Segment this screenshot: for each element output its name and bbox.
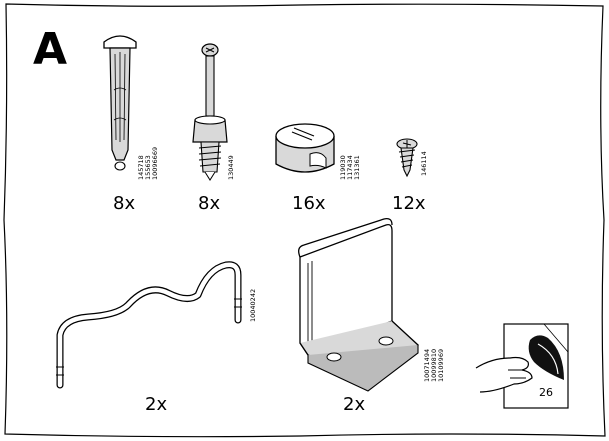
wire-bracket-quantity: 2x bbox=[145, 394, 168, 415]
cam-bolt-quantity: 8x bbox=[198, 193, 221, 214]
article-code: 130449 bbox=[227, 155, 235, 180]
screw-illustration bbox=[396, 138, 418, 178]
article-code: 10040242 bbox=[249, 288, 257, 322]
cam-lock-illustration bbox=[275, 123, 335, 173]
wire-bracket-codes: 10040242 bbox=[249, 288, 257, 322]
page-number: 26 bbox=[539, 386, 553, 399]
metal-bracket-illustration bbox=[298, 217, 420, 392]
screw-codes: 146114 bbox=[420, 151, 428, 176]
wire-bracket-illustration bbox=[56, 261, 242, 389]
dowel-codes: 145718 155653 10096669 bbox=[137, 146, 159, 180]
cam-lock-codes: 119030 117434 131361 bbox=[339, 155, 361, 180]
article-code: 131361 bbox=[353, 155, 361, 180]
cam-bolt-illustration bbox=[192, 43, 228, 181]
screw-quantity: 12x bbox=[392, 193, 426, 214]
metal-bracket-quantity: 2x bbox=[343, 394, 366, 415]
cam-bolt-codes: 130449 bbox=[227, 155, 235, 180]
metal-bracket-codes: 10071494 10099810 10109969 bbox=[423, 348, 445, 382]
article-code: 146114 bbox=[420, 151, 428, 176]
cam-lock-quantity: 16x bbox=[292, 193, 326, 214]
section-letter: A bbox=[33, 24, 68, 75]
dowel-quantity: 8x bbox=[113, 193, 136, 214]
dowel-illustration bbox=[103, 35, 137, 171]
turn-page-icon bbox=[475, 323, 569, 409]
article-code: 10109969 bbox=[437, 348, 445, 382]
article-code: 10096669 bbox=[151, 146, 159, 180]
